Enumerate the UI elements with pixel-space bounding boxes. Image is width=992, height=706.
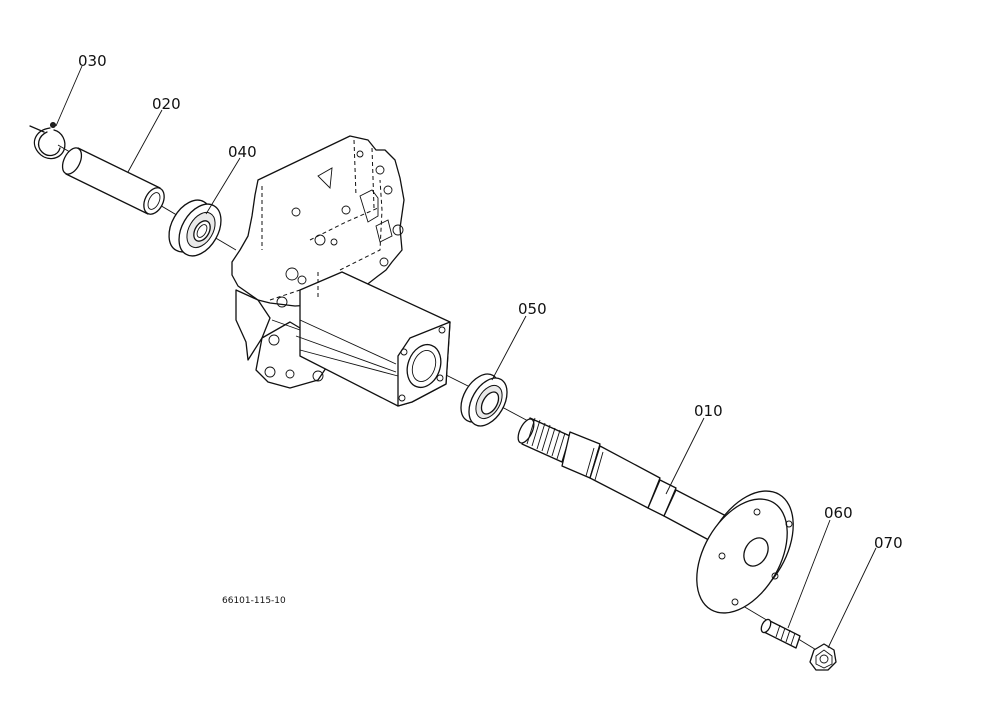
callout-010: 010: [694, 402, 723, 420]
ball-bearing-040: [168, 199, 222, 257]
axle-shaft-010: [517, 417, 794, 614]
nut-070: [809, 643, 837, 671]
leader-lines: [55, 65, 877, 649]
collar-020: [61, 147, 165, 215]
callout-030: 030: [78, 52, 107, 70]
callout-060: 060: [824, 504, 853, 522]
oil-seal-050: [460, 373, 508, 427]
callout-020: 020: [152, 95, 181, 113]
circlip-030: [29, 122, 66, 160]
callout-040: 040: [228, 143, 257, 161]
transmission-case: [231, 135, 451, 407]
callout-050: 050: [518, 300, 547, 318]
callout-070: 070: [874, 534, 903, 552]
drawing-code: 66101-115-10: [222, 596, 286, 606]
stud-bolt-060: [760, 618, 801, 649]
